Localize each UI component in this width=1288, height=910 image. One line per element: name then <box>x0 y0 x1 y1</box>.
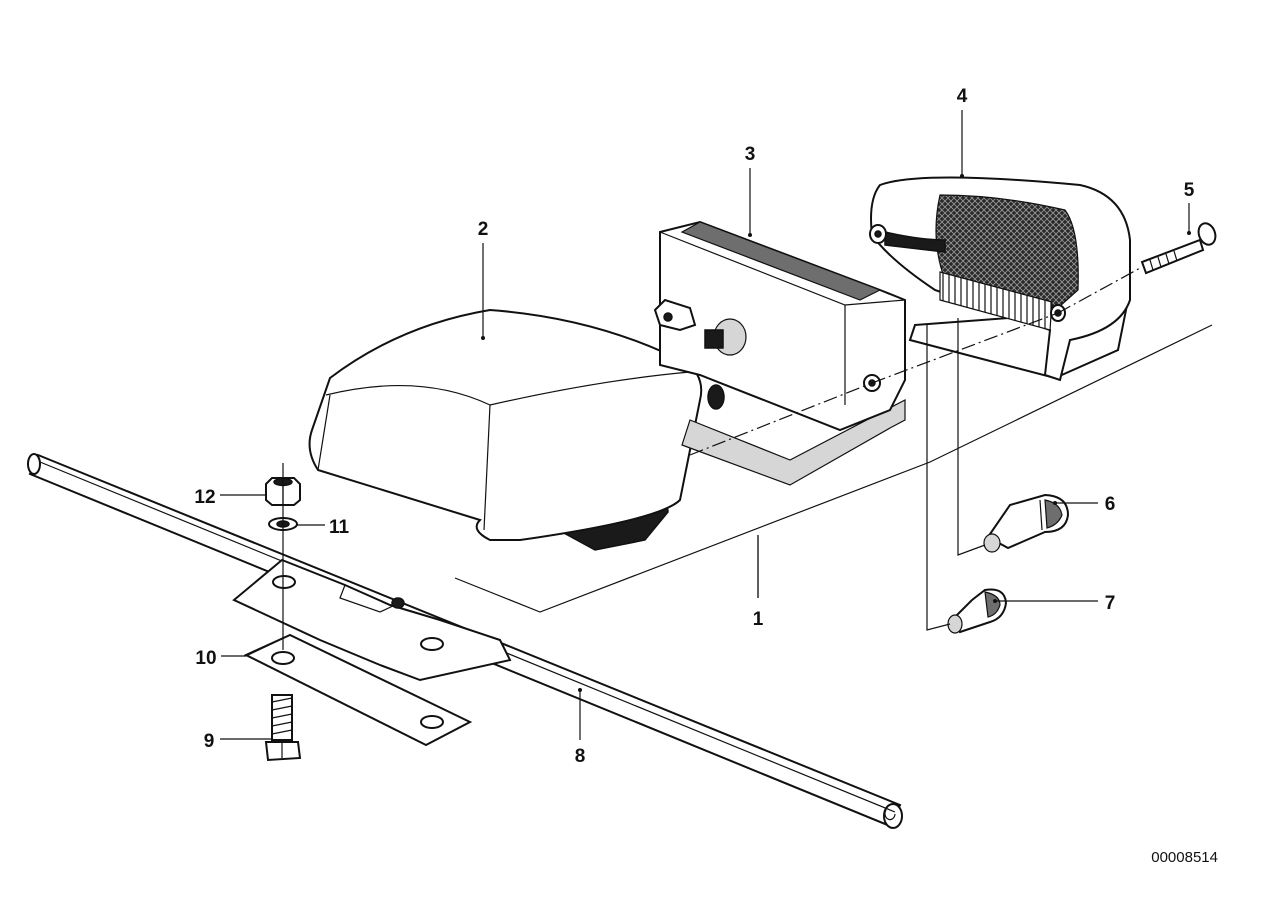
callout-4: 4 <box>957 86 968 107</box>
callout-2: 2 <box>478 219 489 240</box>
callout-12: 12 <box>194 487 215 508</box>
part-7-bulb <box>947 588 1008 634</box>
callout-8: 8 <box>575 746 586 767</box>
leader-lines <box>220 110 1191 740</box>
callout-6: 6 <box>1105 494 1116 515</box>
part-4-reflector-housing <box>869 176 1131 382</box>
part-9-hex-bolt <box>264 694 302 762</box>
callout-9: 9 <box>204 731 215 752</box>
callout-1: 1 <box>753 609 764 630</box>
part-3-lamp-body <box>653 220 906 486</box>
callout-10: 10 <box>195 648 216 669</box>
part-5-screw <box>1140 222 1217 275</box>
diagram-reference-number: 00008514 <box>1151 849 1218 866</box>
part-10-mounting-plates <box>232 558 512 747</box>
callout-11: 11 <box>329 517 350 538</box>
part-2-lamp-cover <box>308 308 703 551</box>
assembly-axis-lines <box>689 266 1143 631</box>
part-6-bulb <box>983 493 1070 553</box>
callout-7: 7 <box>1105 593 1116 614</box>
callout-3: 3 <box>745 144 756 165</box>
callout-5: 5 <box>1184 180 1195 201</box>
